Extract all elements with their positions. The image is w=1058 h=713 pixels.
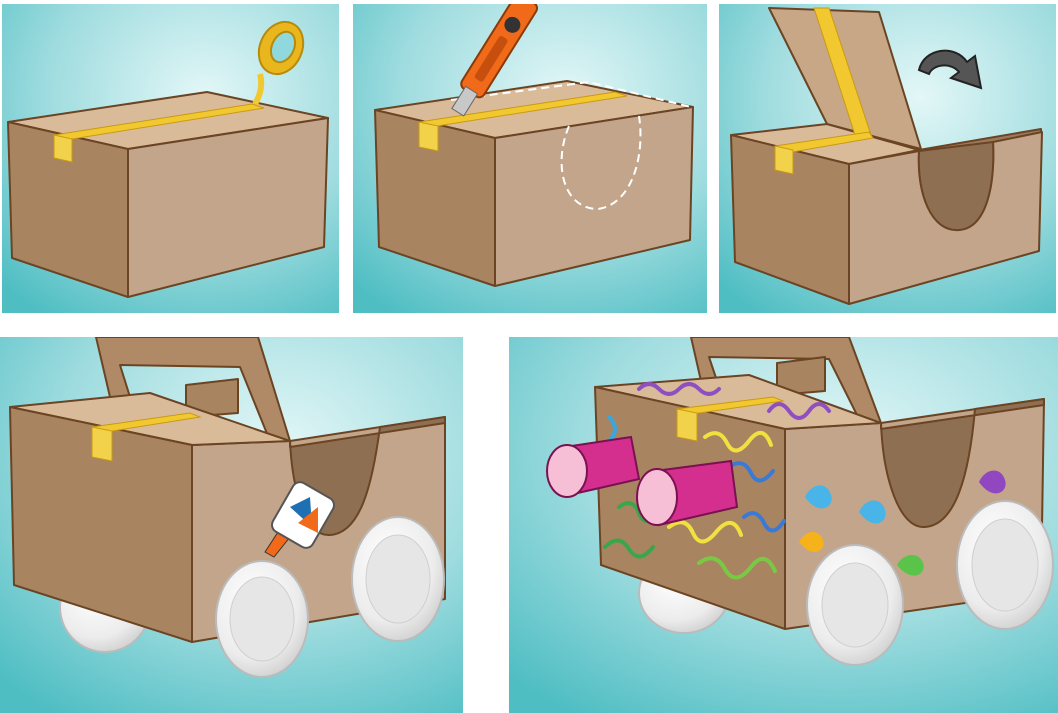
front-wheel: [807, 545, 903, 665]
rear-wheel: [352, 517, 444, 641]
step-1-illustration: [2, 4, 339, 313]
step-2-cut-panel: [353, 4, 707, 313]
step-2-illustration: [353, 4, 707, 313]
step-5-decorate-panel: [509, 337, 1058, 713]
step-4-glue-wheels-panel: [0, 337, 463, 713]
step-5-illustration: [509, 337, 1058, 713]
step-4-illustration: [0, 337, 463, 713]
step-3-fold-panel: [719, 4, 1056, 313]
rear-wheel: [957, 501, 1053, 629]
front-wheel: [216, 561, 308, 677]
step-1-tape-box-panel: [2, 4, 339, 313]
step-3-illustration: [719, 4, 1056, 313]
